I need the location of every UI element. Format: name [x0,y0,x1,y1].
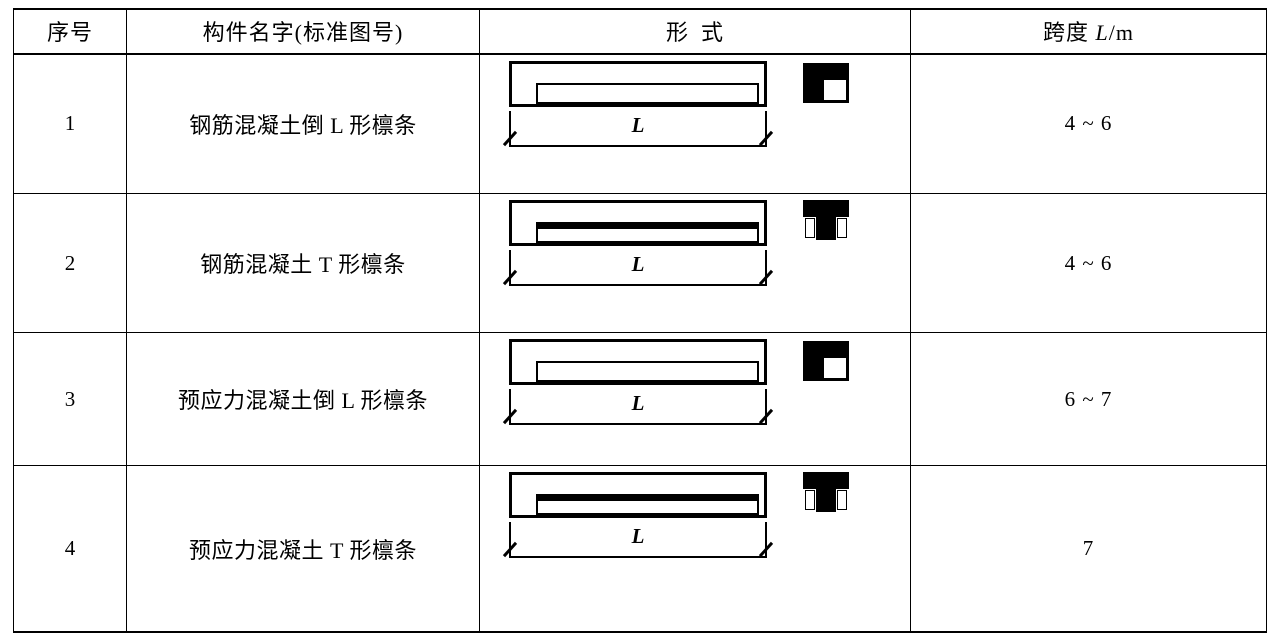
table-row: 1 钢筋混凝土倒 L 形檩条 [13,53,1267,194]
row-name-cell: 钢筋混凝土 T 形檩条 [126,192,480,334]
dimension-line-group: L [502,522,774,568]
component-name: 钢筋混凝土倒 L 形檩条 [189,112,417,138]
figure-area: L [480,466,910,631]
section-pocket-right [837,217,847,238]
inner-outline [536,361,759,383]
dimension-label: L [631,251,645,276]
section-notch [823,78,847,101]
purlin-elevation-figure: L [495,55,895,159]
row-index: 1 [64,111,76,136]
dimension-line-group: L [502,249,774,296]
row-index-cell: 2 [13,192,127,334]
dimension-line [509,144,767,147]
table-header-row: 序号 构件名字(标准图号) 形式 跨度 L/m [13,8,1267,55]
header-component-name-cell: 构件名字(标准图号) [126,8,480,55]
purlin-types-table: 序号 构件名字(标准图号) 形式 跨度 L/m 1 钢筋混凝土倒 L 形檩条 [13,8,1267,633]
header-span: 跨度 L/m [1043,20,1134,45]
header-index-cell: 序号 [13,8,127,55]
row-index-cell: 1 [13,53,127,194]
row-figure-cell: L [479,53,911,194]
purlin-elevation-figure: L [495,333,895,437]
header-index: 序号 [46,20,93,46]
row-name-cell: 钢筋混凝土倒 L 形檩条 [126,53,480,194]
row-span-cell: 7 [910,465,1267,633]
cross-section-inverted-l-icon [803,341,849,382]
section-stem [816,472,836,513]
cross-section-t-icon [803,472,849,513]
dimension-line-group: L [502,389,774,435]
cross-section-inverted-l-icon [803,62,849,103]
header-form-part-b: 式 [701,20,725,46]
dimension-tick-right [765,522,767,559]
table-row: 3 预应力混凝土倒 L 形檩条 [13,332,1267,467]
table-row: 4 预应力混凝土 T 形檩条 [13,465,1267,633]
header-span-cell: 跨度 L/m [910,8,1267,55]
inner-outline [536,494,759,516]
header-span-unit: /m [1108,20,1134,46]
dimension-tick-left [509,110,511,147]
component-name: 预应力混凝土 T 形檩条 [188,537,418,563]
dimension-label: L [631,391,645,416]
figure-area: L [480,333,910,465]
span-value: 6 ~ 7 [1064,386,1113,411]
dimension-line-group: L [502,110,774,157]
row-index: 4 [64,536,76,561]
section-pocket-right [837,490,847,511]
purlin-elevation-figure: L [495,466,895,570]
component-name: 钢筋混凝土 T 形檩条 [200,252,406,278]
figure-area: L [480,55,910,193]
dimension-line [509,556,767,559]
section-notch [823,357,847,380]
row-span-cell: 4 ~ 6 [910,192,1267,334]
row-index: 2 [64,250,76,275]
cross-section-t-icon [803,199,849,240]
elevation-drawing [509,339,767,386]
row-name-cell: 预应力混凝土 T 形檩条 [126,465,480,633]
row-index-cell: 3 [13,332,127,467]
elevation-drawing [509,199,767,246]
elevation-drawing [509,472,767,519]
inner-outline [536,221,759,243]
row-index: 3 [64,386,76,411]
row-figure-cell: L [479,465,911,633]
dimension-label: L [631,524,645,549]
row-index-cell: 4 [13,465,127,633]
component-name: 预应力混凝土倒 L 形檩条 [177,388,429,414]
header-form-cell: 形式 [479,8,911,55]
span-value: 7 [1082,536,1095,561]
figure-area: L [480,194,910,332]
inner-outline [536,82,759,104]
span-value: 4 ~ 6 [1064,250,1113,275]
dimension-tick-left [509,249,511,286]
header-form: 形式 [666,20,724,45]
dimension-tick-left [509,389,511,426]
dimension-tick-left [509,522,511,559]
header-span-prefix: 跨度 [1043,20,1096,46]
row-figure-cell: L [479,192,911,334]
dimension-line [509,283,767,286]
header-form-part-a: 形 [665,20,689,46]
section-pocket-left [805,490,815,511]
purlin-elevation-figure: L [495,194,895,298]
row-span-cell: 6 ~ 7 [910,332,1267,467]
row-name-cell: 预应力混凝土倒 L 形檩条 [126,332,480,467]
table-row: 2 钢筋混凝土 T 形檩条 [13,192,1267,334]
section-pocket-left [805,217,815,238]
row-figure-cell: L [479,332,911,467]
dimension-tick-right [765,249,767,286]
dimension-tick-right [765,389,767,426]
dimension-label: L [631,112,645,137]
row-span-cell: 4 ~ 6 [910,53,1267,194]
dimension-tick-right [765,110,767,147]
elevation-drawing [509,60,767,107]
dimension-line [509,423,767,426]
section-stem [816,199,836,240]
header-component-name: 构件名字(标准图号) [202,20,404,46]
header-span-symbol: L [1095,20,1109,46]
span-value: 4 ~ 6 [1064,111,1113,136]
